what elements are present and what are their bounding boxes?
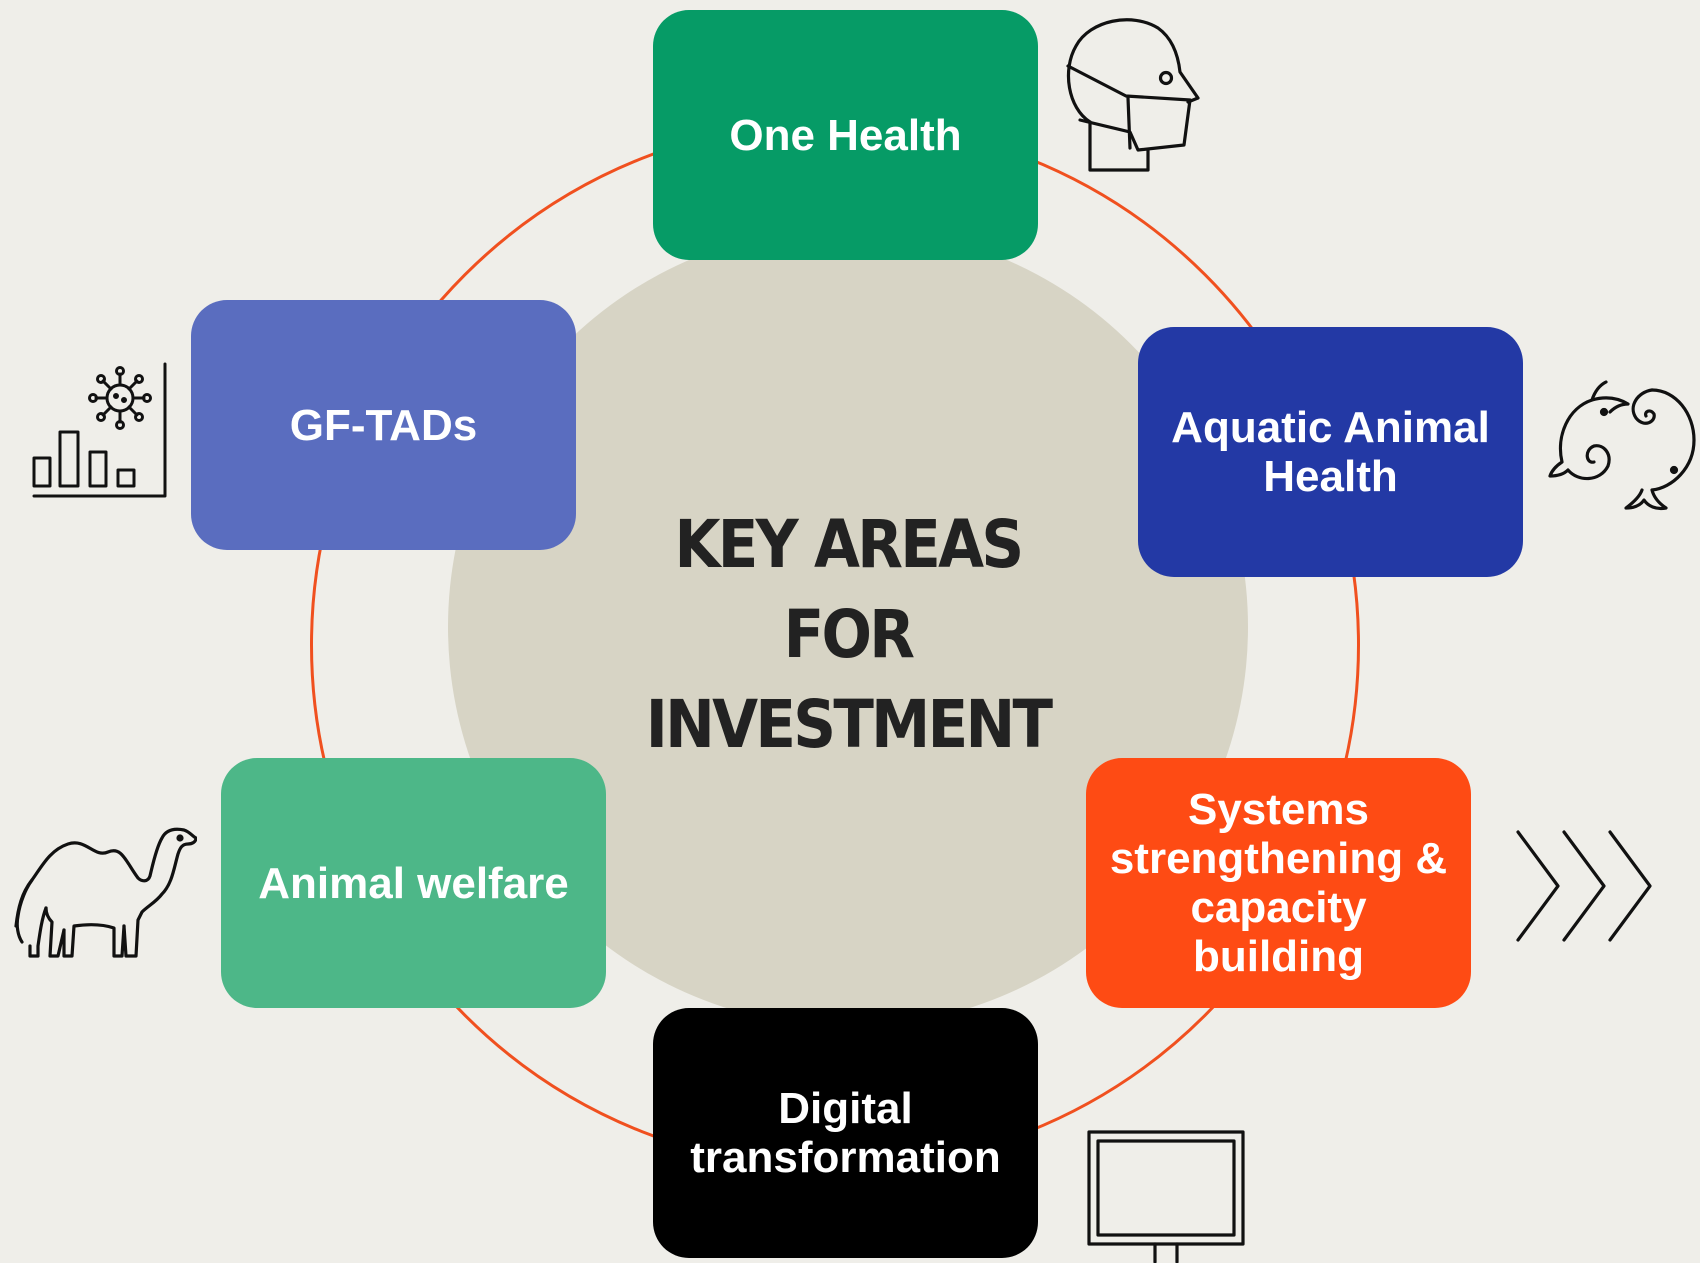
center-title: KEY AREAS FOR INVESTMENT — [578, 500, 1118, 770]
area-animal-welfare: Animal welfare — [221, 758, 606, 1008]
center-title-line-3: INVESTMENT — [645, 686, 1053, 763]
area-aquatic-animal-health: Aquatic Animal Health — [1138, 327, 1523, 577]
camel-icon — [12, 822, 197, 962]
area-gf-tads: GF-TADs — [191, 300, 576, 550]
area-aquatic-animal-health-label: Aquatic Animal Health — [1171, 403, 1490, 501]
masked-head-icon — [1060, 10, 1210, 180]
area-animal-welfare-label: Animal welfare — [258, 858, 569, 908]
center-title-line-2: FOR — [783, 596, 915, 673]
fish-icon — [1548, 378, 1698, 533]
area-systems-strengthening-label: Systems strengthening & capacity buildin… — [1109, 785, 1448, 981]
chevrons-right-icon — [1512, 828, 1657, 943]
area-digital-transformation-label: Digital transformation — [690, 1084, 1001, 1182]
area-digital-transformation: Digital transformation — [653, 1008, 1038, 1258]
monitor-icon — [1085, 1128, 1247, 1263]
area-gf-tads-label: GF-TADs — [289, 400, 478, 450]
center-title-line-1: KEY AREAS — [674, 506, 1024, 583]
virus-bar-chart-icon — [30, 362, 170, 502]
area-one-health: One Health — [653, 10, 1038, 260]
area-one-health-label: One Health — [729, 110, 962, 160]
area-systems-strengthening: Systems strengthening & capacity buildin… — [1086, 758, 1471, 1008]
